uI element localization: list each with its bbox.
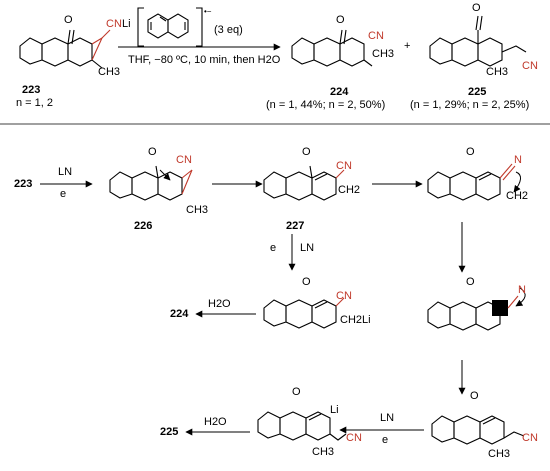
methyl-226: CH3 [186,204,209,216]
olithium-radical: O [466,146,475,158]
reagent-equivalents: (3 eq) [214,24,243,36]
structure-227 [263,165,345,201]
structure-vinyl-radical [431,415,525,445]
structure-alkyllithium [263,297,345,329]
olithium-vinyl: O [470,390,479,402]
structure-vinyllithium [257,411,347,441]
nitrile-226: CN [176,154,192,166]
ln-reagent-1: LN [58,166,73,178]
structure-cyclobutyl-iminyl [427,287,526,331]
label-223: 223 [22,84,41,96]
carbonyl-o-223: O [64,14,73,26]
reaction-conditions: THF, −80 ºC, 10 min, then H2O [128,54,281,66]
nitrile-dianion: CN [336,290,352,302]
plus-sign: + [404,40,411,52]
nitrile-vinyl: CN [522,432,538,444]
structure-225 [429,15,527,67]
ln-reagent-2: LN [300,242,315,254]
lithium-naphthalenide: •− [137,7,212,47]
structure-223 [19,29,111,69]
structure-vinyl-nitrile-radical [427,163,521,201]
yield-225: (n = 1, 29%; n = 2, 25%) [410,99,530,111]
nitrile-227: CN [336,160,352,172]
label-226: 226 [134,220,153,232]
vinyl-li: Li [330,404,339,416]
mech-start-223: 223 [14,178,33,190]
svg-text:•−: •− [204,7,212,16]
olithium-dianion: O [302,276,311,288]
structure-224 [291,29,373,67]
electron-2: e [270,242,277,254]
olithium-cyclobutyl: O [466,276,475,288]
n-values: n = 1, 2 [16,97,54,109]
carbonyl-o-224: O [336,14,345,26]
methyl-vinyl: CH3 [488,448,511,460]
olithium-vinyllithium: O [292,386,301,398]
ch2li-dianion: CH2Li [340,314,371,326]
nitrile-225: CN [522,60,538,72]
reagent-cation: Li [122,18,131,30]
electron-1: e [60,188,67,200]
methyl-223: CH3 [98,66,121,78]
structure-226 [109,165,193,201]
methyl-vinyllithium: CH3 [312,446,335,458]
ln-reagent-3: LN [380,412,395,424]
olithium-226: O [148,146,157,158]
nitrile-223: CN [106,18,122,30]
label-224: 224 [330,86,349,98]
carbonyl-o-225: O [472,2,481,14]
label-225: 225 [468,86,487,98]
yield-224: (n = 1, 44%; n = 2, 50%) [266,99,386,111]
product-225: 225 [160,426,179,438]
ch2-radical-b: CH2 [506,190,529,202]
electron-3: e [382,434,389,446]
iminyl-n: N [518,284,526,296]
water-1: H2O [208,298,231,310]
methyl-225: CH3 [486,66,509,78]
nitrile-n-radical: N [514,154,522,166]
ch2-radical-227: CH2 [338,184,361,196]
product-224: 224 [170,308,189,320]
label-227: 227 [286,220,305,232]
water-2: H2O [204,416,227,428]
nitrile-vinyllithium: CN [346,432,362,444]
olithium-227: O [302,146,311,158]
methyl-224: CH3 [372,48,395,60]
nitrile-224: CN [368,30,384,42]
